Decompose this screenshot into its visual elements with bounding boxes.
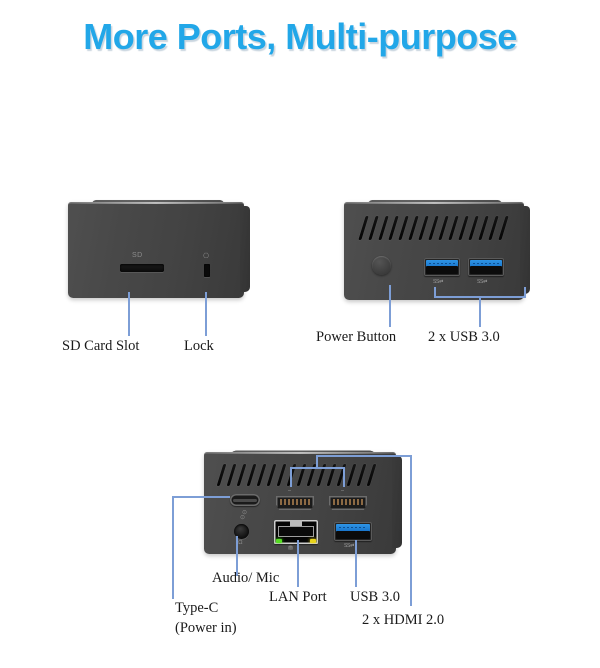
usb-3-0-port-1[interactable] (424, 258, 460, 276)
leader-type-c-horizontal (172, 496, 230, 498)
leader-hdmi-riser (316, 455, 318, 468)
audio-mic-jack[interactable] (234, 524, 249, 539)
usb-port-cavity (426, 266, 458, 274)
leader-audio-mic (236, 536, 238, 576)
rear-view-unit: ⊙ ⎯ ⎯ ⊙ Ω ⛃ SS⇄ (198, 382, 418, 567)
usb-ss-glyph-2: SS⇄ (477, 279, 487, 285)
leader-usb-dual (479, 296, 481, 327)
lan-led-green (276, 539, 282, 543)
rj45-cavity (278, 526, 314, 538)
leader-type-c-vertical (172, 496, 174, 599)
side-panel-right-edge (240, 206, 250, 292)
label-usb-3-0-rear: USB 3.0 (350, 589, 400, 605)
side-view-unit: SD ⎔ (62, 130, 262, 315)
leader-sd-card-slot (128, 292, 130, 336)
usb-port-insert (336, 524, 370, 532)
leader-hdmi-run (316, 455, 411, 457)
lan-led-yellow (310, 539, 316, 543)
chassis-lip (204, 452, 396, 454)
usb-port-cavity (470, 266, 502, 274)
leader-usb-right-tick (524, 287, 526, 297)
sd-card-slot-port[interactable] (120, 264, 164, 272)
leader-usb-3-0-rear (355, 540, 357, 587)
leader-hdmi-tick-1 (290, 467, 292, 487)
sd-card-glyph: SD (132, 252, 143, 259)
front-view-unit: SS⇄ SS⇄ (336, 130, 541, 315)
label-lan-port: LAN Port (269, 589, 327, 605)
chassis-lip (344, 202, 524, 204)
front-vent-slits (358, 216, 509, 240)
leader-lan-port (297, 540, 299, 587)
headphone-glyph: Ω (238, 540, 243, 546)
power-button[interactable] (372, 256, 391, 275)
hdmi-glyph-2: ⎯ (341, 488, 345, 494)
usb-ss-glyph-rear: SS⇄ (344, 543, 354, 549)
audio-glyph: ⊙ (240, 515, 246, 521)
page-title: More Ports, Multi-purpose (83, 16, 517, 57)
hdmi-glyph-1: ⎯ (288, 488, 292, 494)
label-audio-mic: Audio/ Mic (212, 570, 280, 586)
usb-3-0-port-2[interactable] (468, 258, 504, 276)
label-sd-card-slot: SD Card Slot (62, 338, 140, 354)
kensington-lock-slot[interactable] (204, 264, 210, 277)
lan-rj45-port[interactable] (274, 520, 318, 544)
front-panel-face: SS⇄ SS⇄ (344, 202, 524, 300)
leader-hdmi-tick-2 (343, 467, 345, 487)
usb-ss-glyph-1: SS⇄ (433, 279, 443, 285)
side-panel-face: SD ⎔ (68, 202, 244, 298)
usb-port-cavity (336, 530, 370, 539)
leader-usb-left-tick (434, 287, 436, 297)
usb-type-c-port[interactable] (230, 494, 260, 506)
label-power-button: Power Button (316, 329, 397, 345)
rj45-latch-notch (289, 520, 303, 527)
rear-panel-right-edge (392, 456, 402, 548)
label-lock: Lock (184, 338, 214, 354)
usb-3-0-port-rear[interactable] (334, 522, 372, 541)
front-panel-right-edge (520, 206, 530, 294)
type-c-glyph: ⊙ (242, 510, 248, 516)
usb-port-insert (426, 260, 458, 268)
leader-lock (205, 292, 207, 336)
hdmi-contacts (333, 499, 363, 505)
label-hdmi-dual: 2 x HDMI 2.0 (362, 612, 445, 628)
label-type-c: Type-C (175, 600, 219, 616)
hdmi-port-2[interactable] (329, 496, 367, 510)
usb-port-insert (470, 260, 502, 268)
hdmi-port-1[interactable] (276, 496, 314, 510)
chassis-lip (68, 202, 244, 204)
leader-hdmi-bracket (290, 467, 343, 469)
lan-glyph: ⛃ (288, 546, 294, 552)
leader-power-button (389, 285, 391, 327)
hdmi-contacts (280, 499, 310, 505)
label-type-c-power-in: (Power in) (175, 620, 237, 636)
label-usb-3-0-dual: 2 x USB 3.0 (428, 329, 500, 345)
lock-glyph: ⎔ (203, 253, 210, 260)
leader-hdmi-drop (410, 455, 412, 606)
